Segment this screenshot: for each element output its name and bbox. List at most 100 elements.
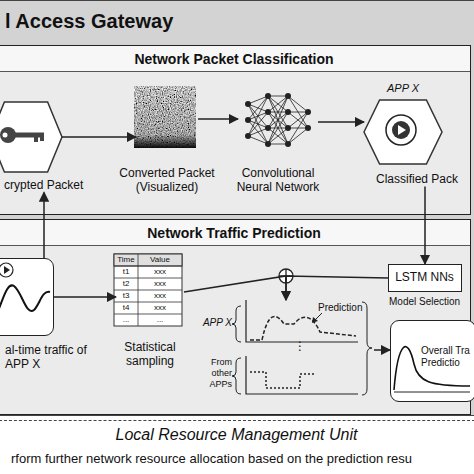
traffic-curve [4, 266, 10, 274]
prediction-plots-art [250, 372, 316, 388]
noise-image [134, 86, 196, 148]
cnn-block: Convolutional Neural Network [238, 86, 318, 158]
hexagon-outline [364, 100, 442, 164]
cnn-icon [265, 141, 271, 147]
overall-curve [394, 347, 470, 390]
prediction-plots-art [246, 300, 358, 342]
cnn-icon [285, 141, 291, 147]
cnn-icon [245, 117, 251, 123]
flow-arrow [286, 276, 388, 300]
panel-heading: Network Traffic Prediction [0, 220, 470, 246]
sum-symbol [279, 269, 293, 283]
noise-image [134, 86, 196, 148]
table-cell: xxx [138, 302, 182, 314]
node-text: Overall Tra Predictio [421, 345, 474, 369]
sum-symbol [279, 269, 293, 283]
sampling-table-grid [114, 254, 182, 266]
app-icon [386, 115, 416, 145]
cnn-icon [305, 125, 311, 131]
flow-arrow [62, 136, 136, 138]
node-text: APP X [364, 82, 442, 95]
sampling-table-grid [114, 254, 182, 326]
lstm-box: LSTM NNsModel Selection [388, 264, 462, 292]
app-icon [392, 121, 410, 139]
node-text: Converted Packet (Visualized) [112, 166, 222, 195]
app-icon [398, 125, 406, 135]
table-cell: xxx [138, 278, 182, 290]
app-icon [386, 115, 416, 145]
flow-arrow [374, 349, 390, 351]
table-cell: t2 [114, 278, 138, 290]
sum-symbol [279, 269, 293, 283]
prediction-panel: Network Traffic Prediction al-time traffi… [0, 219, 471, 415]
key-icon [0, 127, 44, 143]
noise-image [134, 86, 196, 148]
key-icon [0, 127, 16, 143]
flow-arrow [43, 192, 45, 258]
table-cell: Time [114, 254, 138, 266]
overall-curve [394, 347, 470, 392]
node-text: rform further network resource allocatio… [11, 451, 474, 467]
prediction-plots-art [232, 358, 241, 394]
cnn-icon [285, 125, 291, 131]
plot-label: From other APPs [196, 357, 232, 390]
cnn-icon [265, 109, 271, 115]
flow-arrow [54, 296, 116, 298]
cnn-icon [265, 125, 271, 131]
table-cell: t3 [114, 290, 138, 302]
flow-arrow [184, 276, 286, 300]
flow-arrow [424, 186, 426, 264]
node-text: Local Resource Management Unit [0, 425, 474, 444]
node-text: crypted Packet [4, 178, 104, 192]
sampling-table-grid [114, 254, 182, 326]
cnn-icon [245, 133, 251, 139]
table-cell: t1 [114, 266, 138, 278]
overall-box: Overall Tra Predictio [390, 320, 474, 402]
flow-arrow [198, 118, 238, 120]
sampling-table-grid [114, 254, 182, 326]
panel-heading: Network Packet Classification [0, 46, 470, 72]
traffic-box: al-time traffic of APP X [0, 258, 54, 336]
node-text: Convolutional Neural Network [228, 166, 328, 195]
resource-unit-box: Local Resource Management Unit rform furt… [0, 420, 474, 474]
node-text: al-time traffic of APP X [5, 343, 91, 372]
table-cell: t4 [114, 302, 138, 314]
table-cell: xxx [138, 290, 182, 302]
node-text: Prediction [318, 302, 374, 314]
ellipsis-mark: ⋮ [293, 339, 307, 353]
overall-curve [394, 392, 470, 393]
hexagon-outline [364, 100, 442, 164]
prediction-plots-art [250, 316, 356, 340]
key-icon [3, 133, 8, 138]
table-cell: xxx [138, 266, 182, 278]
hexagon-outline [0, 102, 62, 172]
cnn-icon [245, 101, 251, 107]
key-icon [34, 137, 38, 142]
table-cell: ... [138, 314, 182, 326]
packet-hexagon: crypted Packet [0, 102, 62, 172]
class-hexagon: APP XClassified Pack [364, 100, 442, 164]
plot-label: APP X [196, 317, 232, 329]
prediction-plots-art [362, 302, 372, 395]
prediction-plots-art [232, 306, 241, 342]
cnn-icon [285, 93, 291, 99]
flow-arrow [318, 121, 364, 123]
traffic-curve [0, 263, 13, 277]
node-text: Statistical sampling [105, 340, 195, 369]
prediction-plots: Prediction [240, 300, 374, 400]
traffic-curve [0, 263, 50, 320]
cnn-icon [285, 109, 291, 115]
table-cell: Value [138, 254, 182, 266]
cnn-icon [248, 96, 308, 144]
node-text: l Access Gateway [5, 9, 325, 33]
cnn-icon [305, 109, 311, 115]
prediction-plots-art [246, 356, 358, 394]
table-cell: ... [114, 314, 138, 326]
cnn-icon [265, 93, 271, 99]
node-text: Classified Pack [376, 172, 474, 186]
node-text: LSTM NNs [389, 265, 460, 290]
traffic-curve [0, 285, 50, 320]
cnn-icon [245, 93, 311, 147]
